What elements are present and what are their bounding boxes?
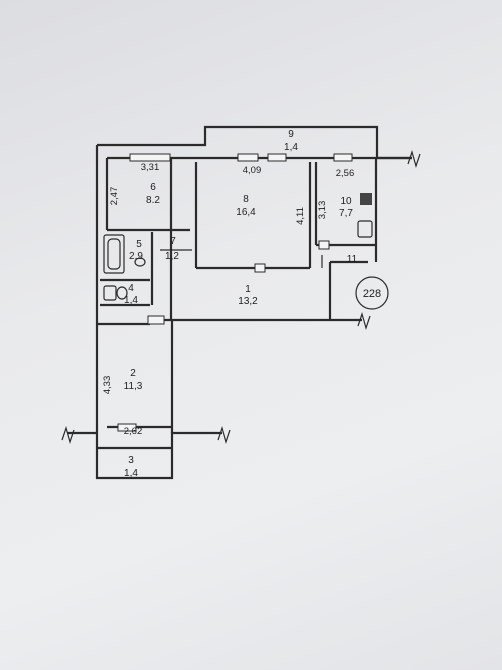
room-area-9: 1,4 — [284, 142, 298, 153]
window-room-8-a — [237, 153, 259, 162]
room-area-5: 2,9 — [129, 251, 143, 262]
toilet-bowl-icon — [116, 286, 128, 300]
room-number-4: 4 — [128, 283, 134, 294]
break-marks — [61, 149, 421, 445]
bathtub-icon — [103, 234, 125, 274]
dimension-4-33: 4,33 — [102, 376, 113, 395]
fixtures — [103, 193, 373, 301]
room-number-11: 11 — [347, 254, 358, 265]
break-mark-bottom — [217, 425, 231, 445]
room-number-5: 5 — [136, 239, 142, 250]
door-room-8 — [254, 263, 266, 273]
dimension-2-47: 2,47 — [109, 187, 120, 206]
room-area-4: 1,4 — [124, 295, 138, 306]
room-area-10: 7,7 — [339, 208, 353, 219]
room-area-1: 13,2 — [238, 296, 258, 307]
apartment-number-badge — [355, 276, 389, 310]
dimension-2-62: 2,62 — [124, 426, 143, 437]
stove-icon — [360, 193, 372, 205]
dimension-3-13: 3,13 — [317, 201, 328, 220]
door-room-2 — [147, 315, 165, 325]
room-area-8: 16,4 — [236, 207, 256, 218]
room-number-2: 2 — [130, 368, 136, 379]
dimension-labels: 3,31 2,47 4,09 4,11 2,56 3,13 4,33 2,62 — [102, 162, 354, 437]
room-area-6: 8.2 — [146, 195, 160, 206]
door-balcony-3 — [117, 423, 137, 432]
window-room-10 — [333, 153, 353, 162]
room-number-6: 6 — [150, 182, 156, 193]
room-area-7: 1,2 — [165, 251, 179, 262]
door-room-10 — [318, 240, 330, 250]
dimension-3-31: 3,31 — [141, 162, 160, 173]
dimension-2-56: 2,56 — [336, 168, 355, 179]
toilet-icon — [103, 285, 117, 301]
room-number-9: 9 — [288, 129, 294, 140]
room-number-10: 10 — [340, 196, 352, 207]
room-area-2: 11,3 — [124, 381, 143, 392]
kitchen-sink-icon — [357, 220, 373, 238]
apartment-number: 228 — [363, 288, 381, 300]
break-mark-left — [61, 425, 75, 445]
room-area-3: 1,4 — [124, 468, 138, 479]
room-number-1: 1 — [245, 284, 251, 295]
room-number-3: 3 — [128, 455, 134, 466]
dimension-4-09: 4,09 — [243, 165, 262, 176]
bathtub-inner-icon — [107, 238, 121, 270]
room-number-7: 7 — [170, 236, 176, 247]
room-number-8: 8 — [243, 194, 249, 205]
dimension-4-11: 4,11 — [295, 207, 306, 225]
break-mark-right — [357, 311, 371, 331]
windows — [117, 153, 353, 432]
window-room-8-b — [267, 153, 287, 162]
break-mark-top-right — [407, 149, 421, 169]
room-labels: 1 13,2 2 11,3 3 1,4 4 1,4 5 2,9 6 8.2 7 … — [124, 129, 358, 479]
sink-icon — [134, 257, 146, 267]
window-room-6 — [129, 153, 171, 162]
